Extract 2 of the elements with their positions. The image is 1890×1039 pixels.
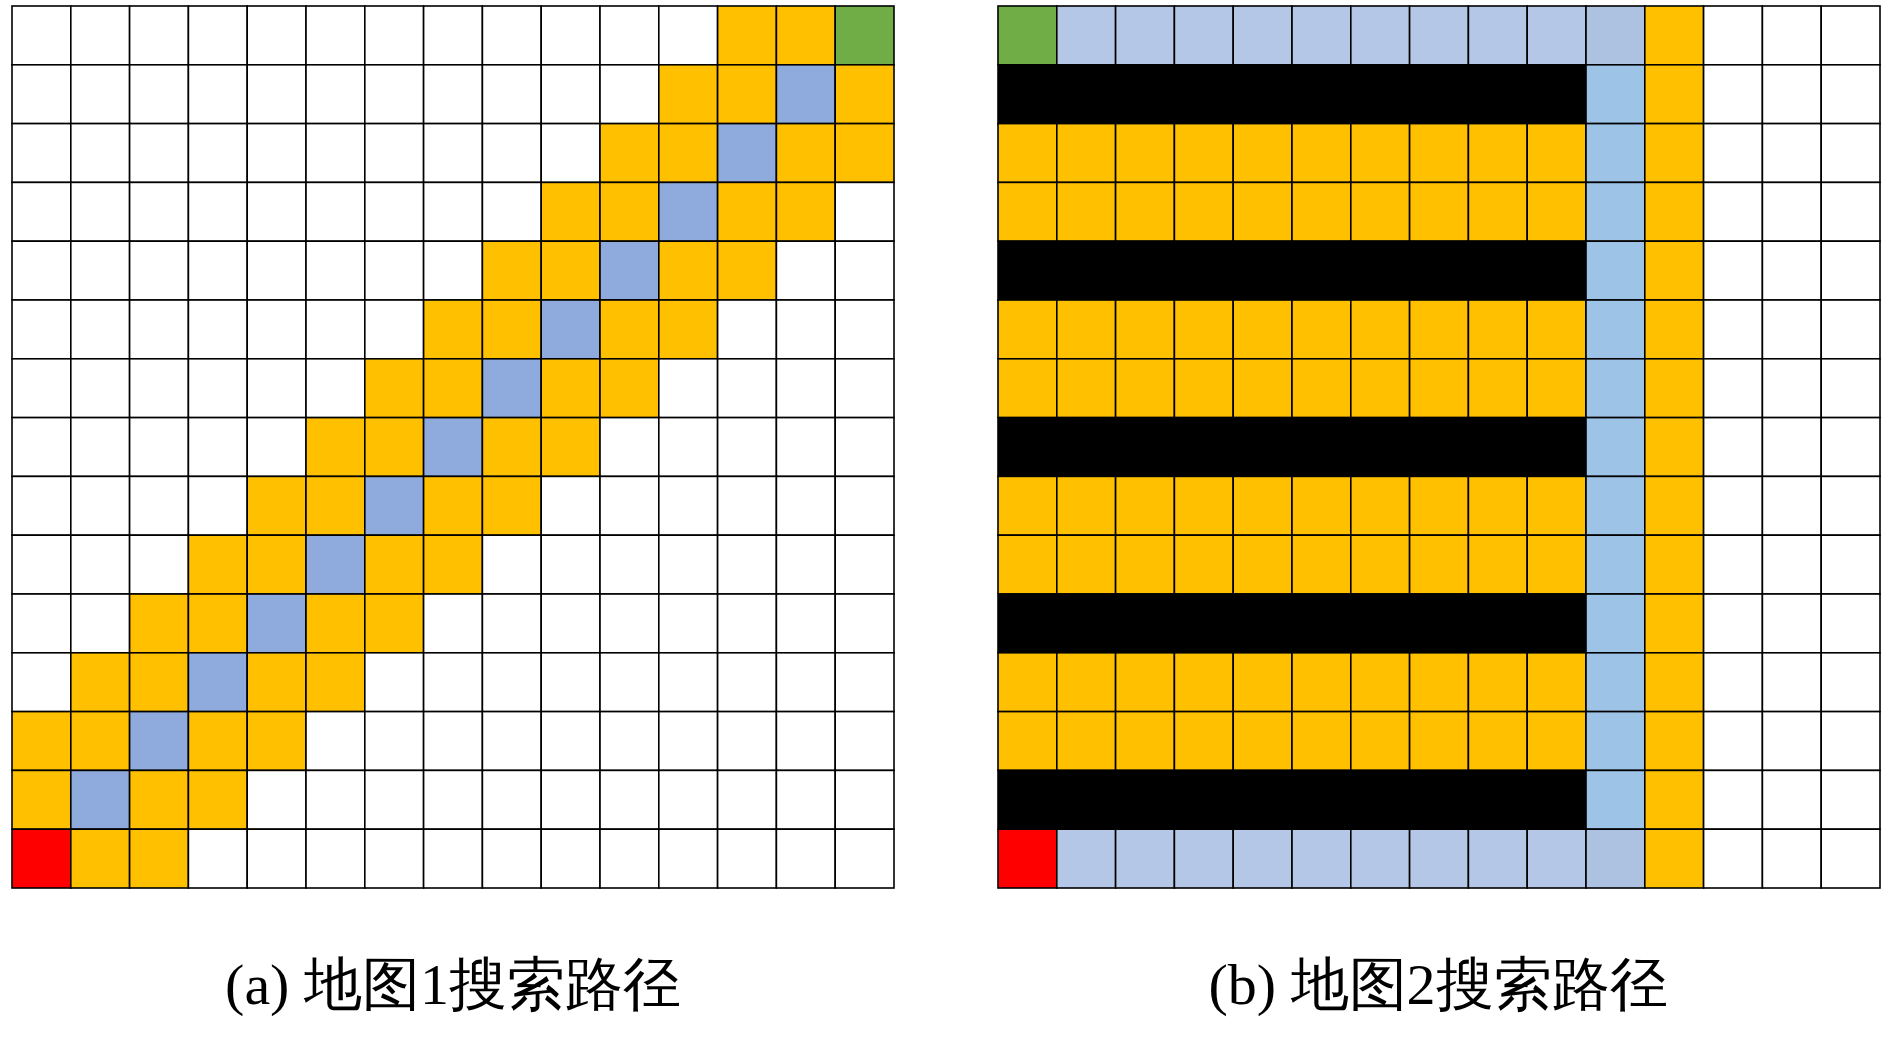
caption: (b) 地图2搜索路径 [1207,951,1669,1019]
caption: (a) 地图1搜索路径 [224,951,682,1019]
